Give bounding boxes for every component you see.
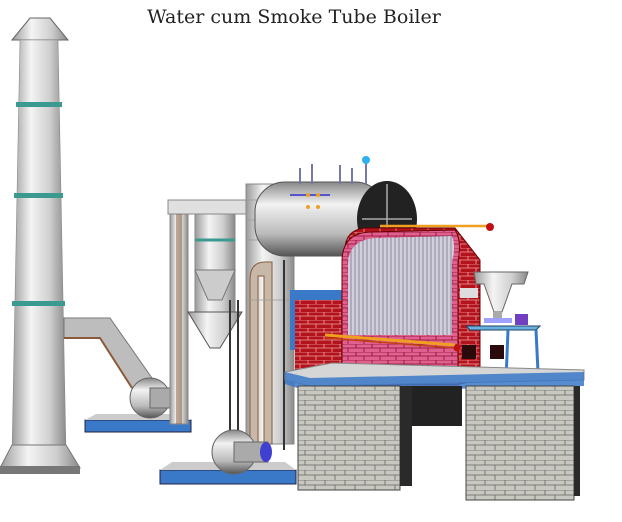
chimney-ring xyxy=(16,102,62,107)
chimney-cap xyxy=(10,17,70,41)
safety-valve-icon xyxy=(362,156,370,164)
drum-valves xyxy=(290,156,370,209)
platform xyxy=(284,362,585,501)
furnace-door xyxy=(462,345,476,359)
pedestal-left xyxy=(297,385,401,491)
chimney xyxy=(0,17,81,474)
chimney-ring xyxy=(14,193,63,198)
water-tubes xyxy=(348,236,454,335)
chimney-base xyxy=(0,444,81,469)
title-text: Water cum Smoke Tube Boiler xyxy=(147,6,441,28)
pedestal-right xyxy=(465,385,575,501)
dust-collector xyxy=(167,199,249,430)
brick-furnace xyxy=(295,223,504,386)
chimney-ring xyxy=(12,301,65,306)
forced-draft-fan xyxy=(159,429,297,485)
flue-duct xyxy=(63,317,153,389)
diagram-title: Water cum Smoke Tube Boiler xyxy=(0,6,622,28)
hopper-cone xyxy=(187,311,243,349)
furnace-door xyxy=(490,345,504,359)
coal-feeder xyxy=(460,271,542,381)
